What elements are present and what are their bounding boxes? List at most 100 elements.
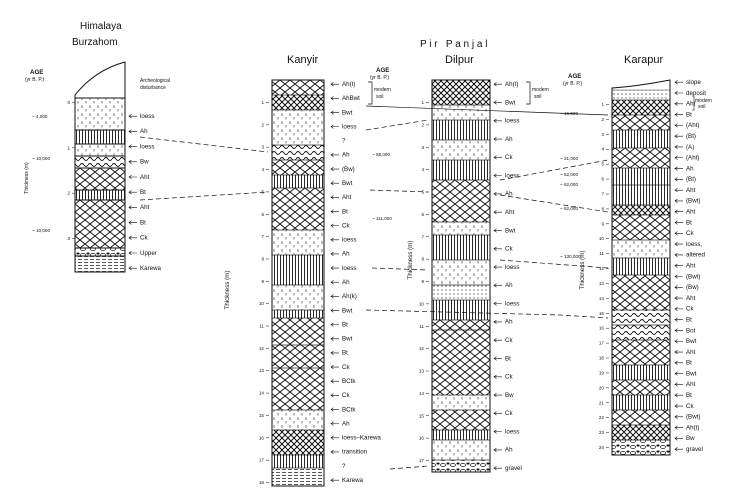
karapur-horizon-label: (Aht) [686, 122, 699, 129]
dilpur-horizon-label: loess [505, 172, 519, 179]
arrow-icon [674, 242, 683, 247]
kanyir-tick-label: 8 [261, 256, 264, 261]
kanyir-thickness-label: Thickness (m) [224, 271, 231, 310]
kanyir-layer [271, 174, 325, 189]
dilpur-layer [431, 221, 491, 236]
arrow-icon [674, 177, 683, 182]
dilpur-layer [431, 409, 491, 431]
dilpur-thickness-label: Thickness (m) [407, 241, 414, 280]
kanyir-tick-label: 7 [261, 234, 264, 239]
kanyir-tick-label: 15 [259, 413, 265, 418]
correlation-line [365, 309, 609, 319]
dilpur-tick-label: 7 [421, 234, 424, 239]
kanyir-layer [271, 467, 325, 487]
dilpur-age-value: ~ 111,000 [372, 216, 392, 221]
arrow-icon [128, 235, 137, 240]
dilpur-horizon-label: Aht [505, 209, 515, 216]
karapur-section: Karapur AGE (yr B. P.) Thickness (m) 123… [560, 54, 712, 456]
karapur-tick-label: 8 [601, 206, 604, 211]
kanyir-layer [271, 284, 325, 311]
arrow-icon [493, 118, 502, 123]
dilpur-layer [431, 119, 491, 141]
karapur-tick-label: 16 [599, 326, 605, 331]
dilpur-horizon-label: Bwt [505, 227, 516, 234]
dilpur-age-value: ~ 58,000 [372, 152, 390, 157]
karapur-modern-soil-2: soil [698, 104, 706, 110]
arrow-icon [330, 110, 339, 115]
arrow-icon [128, 159, 137, 164]
arrow-icon [674, 306, 683, 311]
burzahom-age-value: ~ 10,000 [32, 228, 50, 233]
burzahom-horizon-label: Ck [140, 235, 148, 242]
kanyir-horizon-label: Bt [342, 208, 348, 215]
dilpur-tick-label: 6 [421, 212, 424, 217]
arrow-icon [674, 393, 683, 398]
karapur-horizon-label: Ck [686, 306, 694, 313]
kanyir-horizon-label: ? [342, 463, 346, 470]
burz-tick-label: 0 [67, 100, 70, 105]
arrow-icon [493, 319, 502, 324]
arrow-icon [674, 101, 683, 106]
arrow-icon [330, 82, 339, 87]
arrow-icon [493, 155, 502, 160]
karapur-tick-label: 12 [599, 266, 605, 271]
arrow-icon [493, 265, 502, 270]
arrow-icon [674, 274, 683, 279]
dilpur-modern-soil-1: modern [532, 87, 549, 93]
karapur-horizon-label: Ah [686, 165, 694, 172]
dilpur-tick-label: 11 [419, 324, 424, 329]
kanyir-horizon-label: Karewa [342, 477, 364, 484]
dilpur-horizon-label: loess [505, 300, 519, 307]
dilpur-layer [431, 159, 491, 181]
arrow-icon [330, 266, 339, 271]
arrow-icon [493, 283, 502, 288]
karapur-layer [611, 147, 671, 169]
dilpur-horizon-label: Ah [505, 191, 513, 198]
kanyir-layer [271, 187, 325, 231]
dilpur-tick-label: 17 [419, 458, 425, 463]
karapur-horizon-label: Aht [686, 101, 696, 108]
karapur-layer [611, 339, 671, 366]
dilpur-layer [431, 299, 491, 321]
karapur-age-value: ~ 52,000 [560, 172, 578, 177]
arrow-icon [128, 129, 137, 134]
burzahom-horizon-label: Bt [140, 219, 146, 226]
dilpur-horizon-label: Bwt [505, 99, 516, 106]
karapur-horizon-label: Bt [686, 360, 692, 367]
burzahom-layer-karewa [74, 255, 126, 273]
burz-tick-label: 1 [67, 145, 70, 150]
arrow-icon [674, 134, 683, 139]
dilpur-layer [431, 104, 491, 121]
karapur-horizon-label: Ah(t) [686, 424, 699, 431]
karapur-tick-label: 3 [601, 132, 604, 137]
kanyir-horizon-label: Ah [342, 279, 350, 286]
karapur-horizon-label: Aht [686, 381, 696, 388]
kanyir-layer [271, 79, 325, 96]
dilpur-layer [431, 394, 491, 411]
karapur-horizon-label: Ck [686, 403, 694, 410]
kanyir-tick-label: 16 [259, 435, 265, 440]
karapur-horizon-label: (Bw) [686, 284, 699, 291]
kanyir-layer [271, 229, 325, 256]
kanyir-horizon-label: loess–Karewa [342, 435, 381, 442]
arrow-icon [330, 322, 339, 327]
karapur-horizon-label: Aht [686, 187, 696, 194]
burzahom-horizon-label: Aht [140, 204, 150, 211]
karapur-horizon-label: (Bwt) [686, 198, 700, 205]
karapur-layer [611, 324, 671, 341]
kanyir-horizon-label: Ck [342, 222, 350, 229]
arrow-icon [330, 421, 339, 426]
karapur-layer [611, 184, 671, 206]
kanyir-section: Kanyir Thickness (m) 1234567891011121314… [224, 54, 391, 487]
arrow-icon [330, 365, 339, 370]
burzahom-disturbance-1: Archeological [140, 78, 170, 84]
kanyir-layer [271, 409, 325, 431]
dilpur-tick-label: 1 [421, 100, 424, 105]
arrow-icon [674, 371, 683, 376]
dilpur-horizon-label: loess [505, 118, 519, 125]
dilpur-section: Dilpur AGE (yr B. P.) Thickness (m) 1234… [370, 54, 549, 473]
kanyir-layer [271, 94, 325, 111]
karapur-horizon-label: Aht [686, 295, 696, 302]
karapur-layer [611, 129, 671, 149]
